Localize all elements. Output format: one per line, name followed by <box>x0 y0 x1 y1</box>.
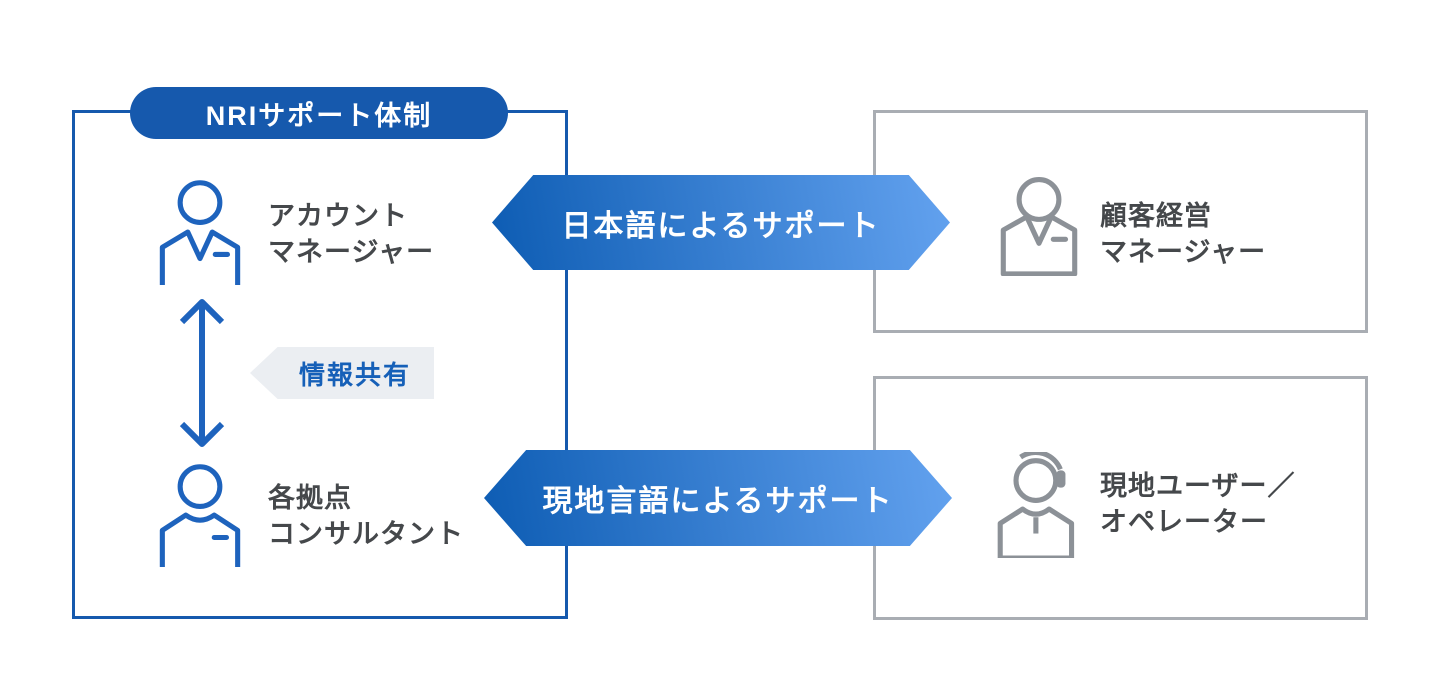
account-manager-label-line2: マネージャー <box>268 237 435 267</box>
two-way-arrow-icon <box>179 297 225 454</box>
account-manager-label-line1: アカウント <box>268 201 408 231</box>
japanese-support-banner: 日本語によるサポート <box>492 175 950 270</box>
info-share-tag: 情報共有 <box>250 347 434 399</box>
customer-manager-label-line1: 顧客経営 <box>1100 201 1212 231</box>
local-language-support-banner-label: 現地言語によるサポート <box>542 485 894 518</box>
local-user-operator-box <box>873 376 1368 620</box>
customer-manager-label-line2: マネージャー <box>1100 237 1267 267</box>
operator-headset-person-icon <box>995 449 1089 563</box>
customer-manager-person-icon <box>1000 176 1078 281</box>
nri-support-group-title-label: NRIサポート体制 <box>205 100 433 131</box>
account-manager-label: アカウント マネージャー <box>268 198 434 270</box>
local-user-operator-label-line2: オペレーター <box>1100 507 1268 537</box>
consultant-label: 各拠点 コンサルタント <box>268 480 464 552</box>
consultant-person-icon <box>157 453 243 572</box>
local-user-operator-label: 現地ユーザー／ オペレーター <box>1100 468 1295 540</box>
nri-support-group-title: NRIサポート体制 <box>130 87 508 139</box>
consultant-label-line1: 各拠点 <box>268 483 352 513</box>
japanese-support-banner-label: 日本語によるサポート <box>561 209 881 243</box>
local-user-operator-label-line1: 現地ユーザー／ <box>1100 471 1296 501</box>
info-share-tag-label: 情報共有 <box>298 359 411 390</box>
consultant-label-line2: コンサルタント <box>268 519 464 549</box>
account-manager-person-icon <box>157 169 243 290</box>
customer-manager-box <box>873 110 1368 333</box>
local-language-support-banner: 現地言語によるサポート <box>484 450 952 546</box>
customer-manager-label: 顧客経営 マネージャー <box>1100 198 1266 270</box>
